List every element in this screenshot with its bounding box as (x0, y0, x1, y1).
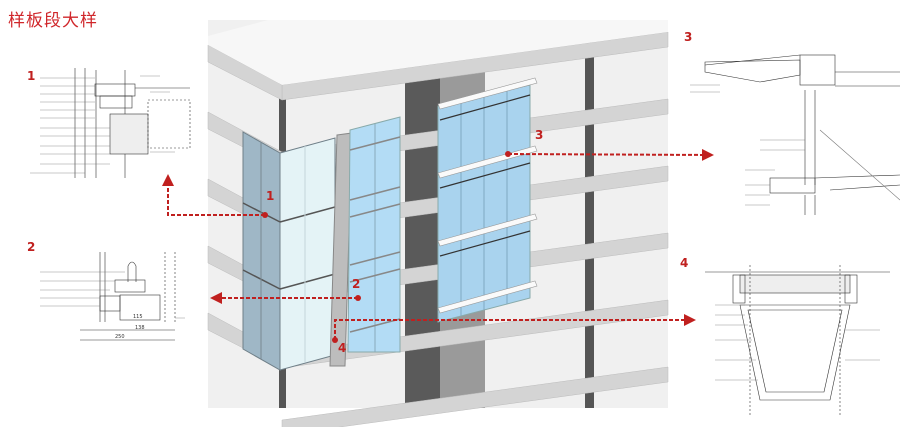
sheet-title: 样板段大样 (8, 11, 98, 31)
detail-3-drawing (690, 54, 900, 215)
callout-leaders (162, 148, 714, 340)
detail-2-drawing (40, 252, 185, 341)
leader-3 (507, 148, 714, 161)
vertical-fin (329, 132, 353, 367)
leader-1 (162, 174, 265, 216)
leader-4 (334, 314, 696, 340)
callout-1: 1 (266, 189, 275, 203)
detail-3-label: 3 (684, 30, 693, 44)
callout-4: 4 (338, 341, 347, 355)
detail-4-drawing (705, 265, 890, 415)
corner-glass-unit (242, 131, 336, 371)
dim-138: 138 (135, 325, 145, 331)
middle-glass-panel (347, 116, 401, 353)
detail-2-label: 2 (27, 240, 36, 254)
callout-2: 2 (352, 277, 361, 291)
detail-4-label: 4 (680, 256, 689, 270)
detail-1-drawing (30, 68, 191, 178)
dim-115: 115 (133, 314, 143, 320)
right-glass-panel (437, 77, 538, 323)
detail-1-label: 1 (27, 69, 36, 83)
callout-3: 3 (535, 128, 544, 142)
building-3d-model (207, 20, 669, 427)
dim-250: 250 (115, 334, 125, 340)
